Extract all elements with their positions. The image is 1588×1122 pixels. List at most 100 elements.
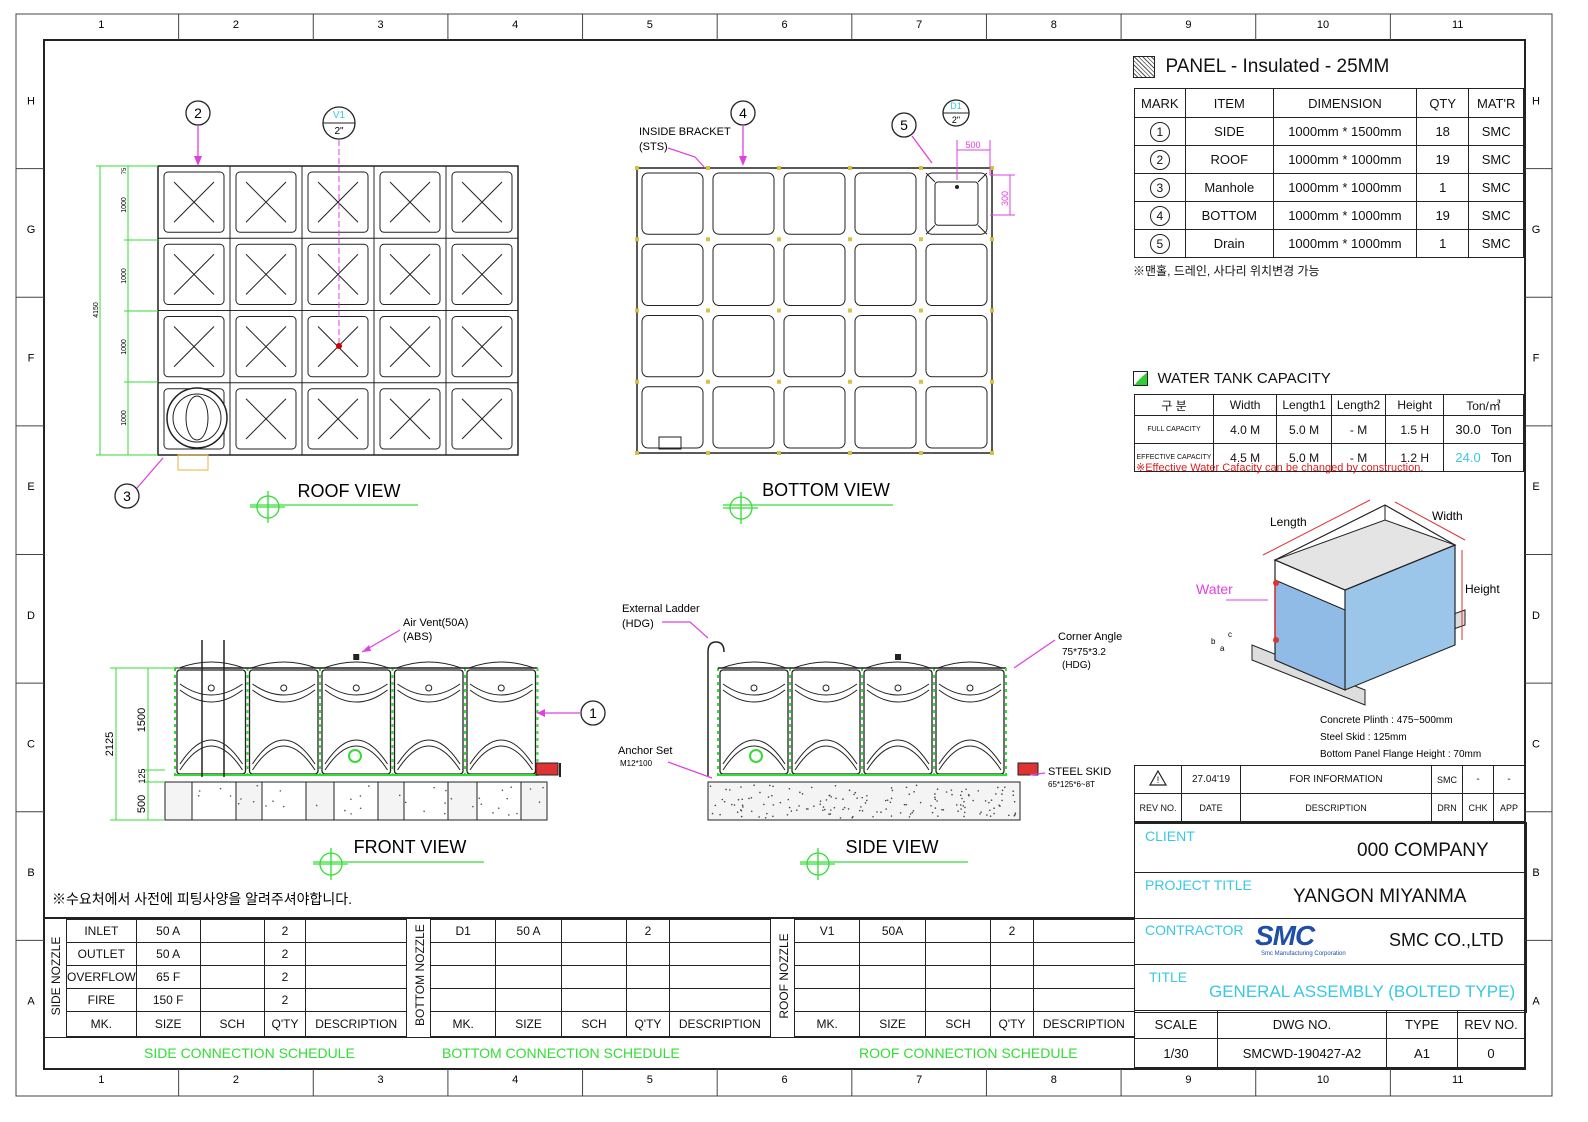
bottom-schedule: BOTTOM NOZZLED150 A2MK.SIZESCHQ'TYDESCRI… [408,919,771,1037]
panel-material: SMC [1469,118,1524,146]
project-label: PROJECT TITLE [1145,877,1252,893]
row-label: D [27,610,35,622]
bottom-panel [926,244,987,305]
schedule-mk [431,989,496,1012]
rev-desc-header: DESCRIPTION [1241,794,1432,822]
panel-header: DIMENSION [1273,89,1416,118]
dim-500: 500 [136,795,148,813]
schedule-desc [669,966,770,989]
corner-material: (HDG) [1062,660,1091,671]
title-label: TITLE [1149,969,1187,985]
panel-mark: 1 [1135,118,1186,146]
ladder-material: (HDG) [622,618,654,630]
panel-qty: 19 [1417,146,1469,174]
drawing-title: GENERAL ASSEMBLY (BOLTED TYPE) [1209,982,1515,1002]
schedule-mk: V1 [795,920,860,943]
dim-125: 125 [137,768,147,783]
schedule-size [496,989,562,1012]
row-label: C [1532,738,1540,750]
schedule-header: DESCRIPTION [669,1012,770,1037]
roof-caption: ROOF CONNECTION SCHEDULE [859,1045,1078,1061]
capacity-title: WATER TANK CAPACITY [1157,370,1330,387]
type-value: A1 [1387,1039,1458,1068]
col-label: 2 [233,19,239,31]
schedule-qty [627,943,669,966]
row-label: D [1532,610,1540,622]
schedule-sch [561,966,626,989]
fill-icon [1133,371,1148,386]
schedule-row [431,943,771,966]
schedule-sch [200,989,264,1012]
dim-1500: 1500 [136,708,148,732]
panel-item: SIDE [1185,118,1273,146]
client-row: CLIENT 000 COMPANY [1135,824,1526,873]
dwg-header: DWG NO. [1218,1011,1387,1039]
row-label: F [28,353,35,365]
bottom-panel [855,244,916,305]
panel-material: SMC [1469,146,1524,174]
schedule-header: SIZE [860,1012,926,1037]
panel-dimension: 1000mm * 1000mm [1273,146,1416,174]
bracket-label: INSIDE BRACKET [639,126,731,138]
schedule-size [860,989,926,1012]
schedule-mk: INLET [67,920,137,943]
tank-panel [467,670,536,774]
side-schedule: SIDE NOZZLEINLET50 A2OUTLET50 A2OVERFLOW… [44,919,407,1037]
panel-mark: 5 [1135,230,1186,258]
col-label: 7 [916,19,922,31]
schedule-sch [200,920,264,943]
warning-icon: ! [1135,766,1182,794]
col-label: 4 [512,19,518,31]
schedule-desc [306,966,407,989]
iso-note-b: Steel Skid : 125mm [1320,732,1407,743]
panel-header: MAT'R [1469,89,1524,118]
title-block: CLIENT 000 COMPANY PROJECT TITLE YANGON … [1134,822,1527,1013]
row-label: E [27,481,34,493]
contractor-label: CONTRACTOR [1145,922,1244,938]
panel-dimension: 1000mm * 1000mm [1273,202,1416,230]
panel-material: SMC [1469,174,1524,202]
schedule-row: OUTLET50 A2 [67,943,407,966]
capacity-length2: - M [1331,416,1385,444]
schedule-desc [306,943,407,966]
row-label: E [1532,481,1539,493]
schedule-header: SCH [200,1012,264,1037]
concrete-plinth [404,782,448,820]
schedule-qty [991,966,1033,989]
bottom-panel [713,244,774,305]
schedule-desc [669,943,770,966]
schedule-header: SCH [925,1012,990,1037]
roof-dim-3: 1000 [121,339,128,355]
rev-date: 27.04'19 [1182,766,1241,794]
col-label: 5 [647,1074,653,1086]
schedule-row: INLET50 A2 [67,920,407,943]
concrete-plinth [334,782,378,820]
panel-header: QTY [1417,89,1469,118]
schedule-desc [1033,920,1134,943]
col-label: 8 [1051,19,1057,31]
nozzle-vlabel: ROOF NOZZLE [772,919,795,1037]
row-label: G [1532,224,1541,236]
drawing-info-table: SCALE DWG NO. TYPE REV NO. 1/30 SMCWD-19… [1134,1010,1525,1068]
col-label: 11 [1452,19,1463,31]
row-label: H [27,95,35,107]
capacity-height: 1.5 H [1386,416,1444,444]
bottom-panel [642,316,703,377]
hatch-icon [1133,56,1155,78]
callout-5: 5 [900,117,908,133]
schedule-header: SIZE [136,1012,200,1037]
bottom-panel [713,387,774,448]
panel-dimension: 1000mm * 1000mm [1273,230,1416,258]
row-label: G [27,224,36,236]
schedule-size [496,966,562,989]
korean-note: ※수요처에서 사전에 피팅사양을 알려주셔야합니다. [52,891,352,907]
schedule-desc [1033,943,1134,966]
schedule-row [795,966,1135,989]
schedule-qty: 2 [991,920,1033,943]
side-view-title: SIDE VIEW [845,837,938,857]
schedule-desc [1033,966,1134,989]
panel-qty: 18 [1417,118,1469,146]
rev-no-header: REV NO. [1135,794,1182,822]
panel-header: ITEM [1185,89,1273,118]
panel-mark: 4 [1135,202,1186,230]
